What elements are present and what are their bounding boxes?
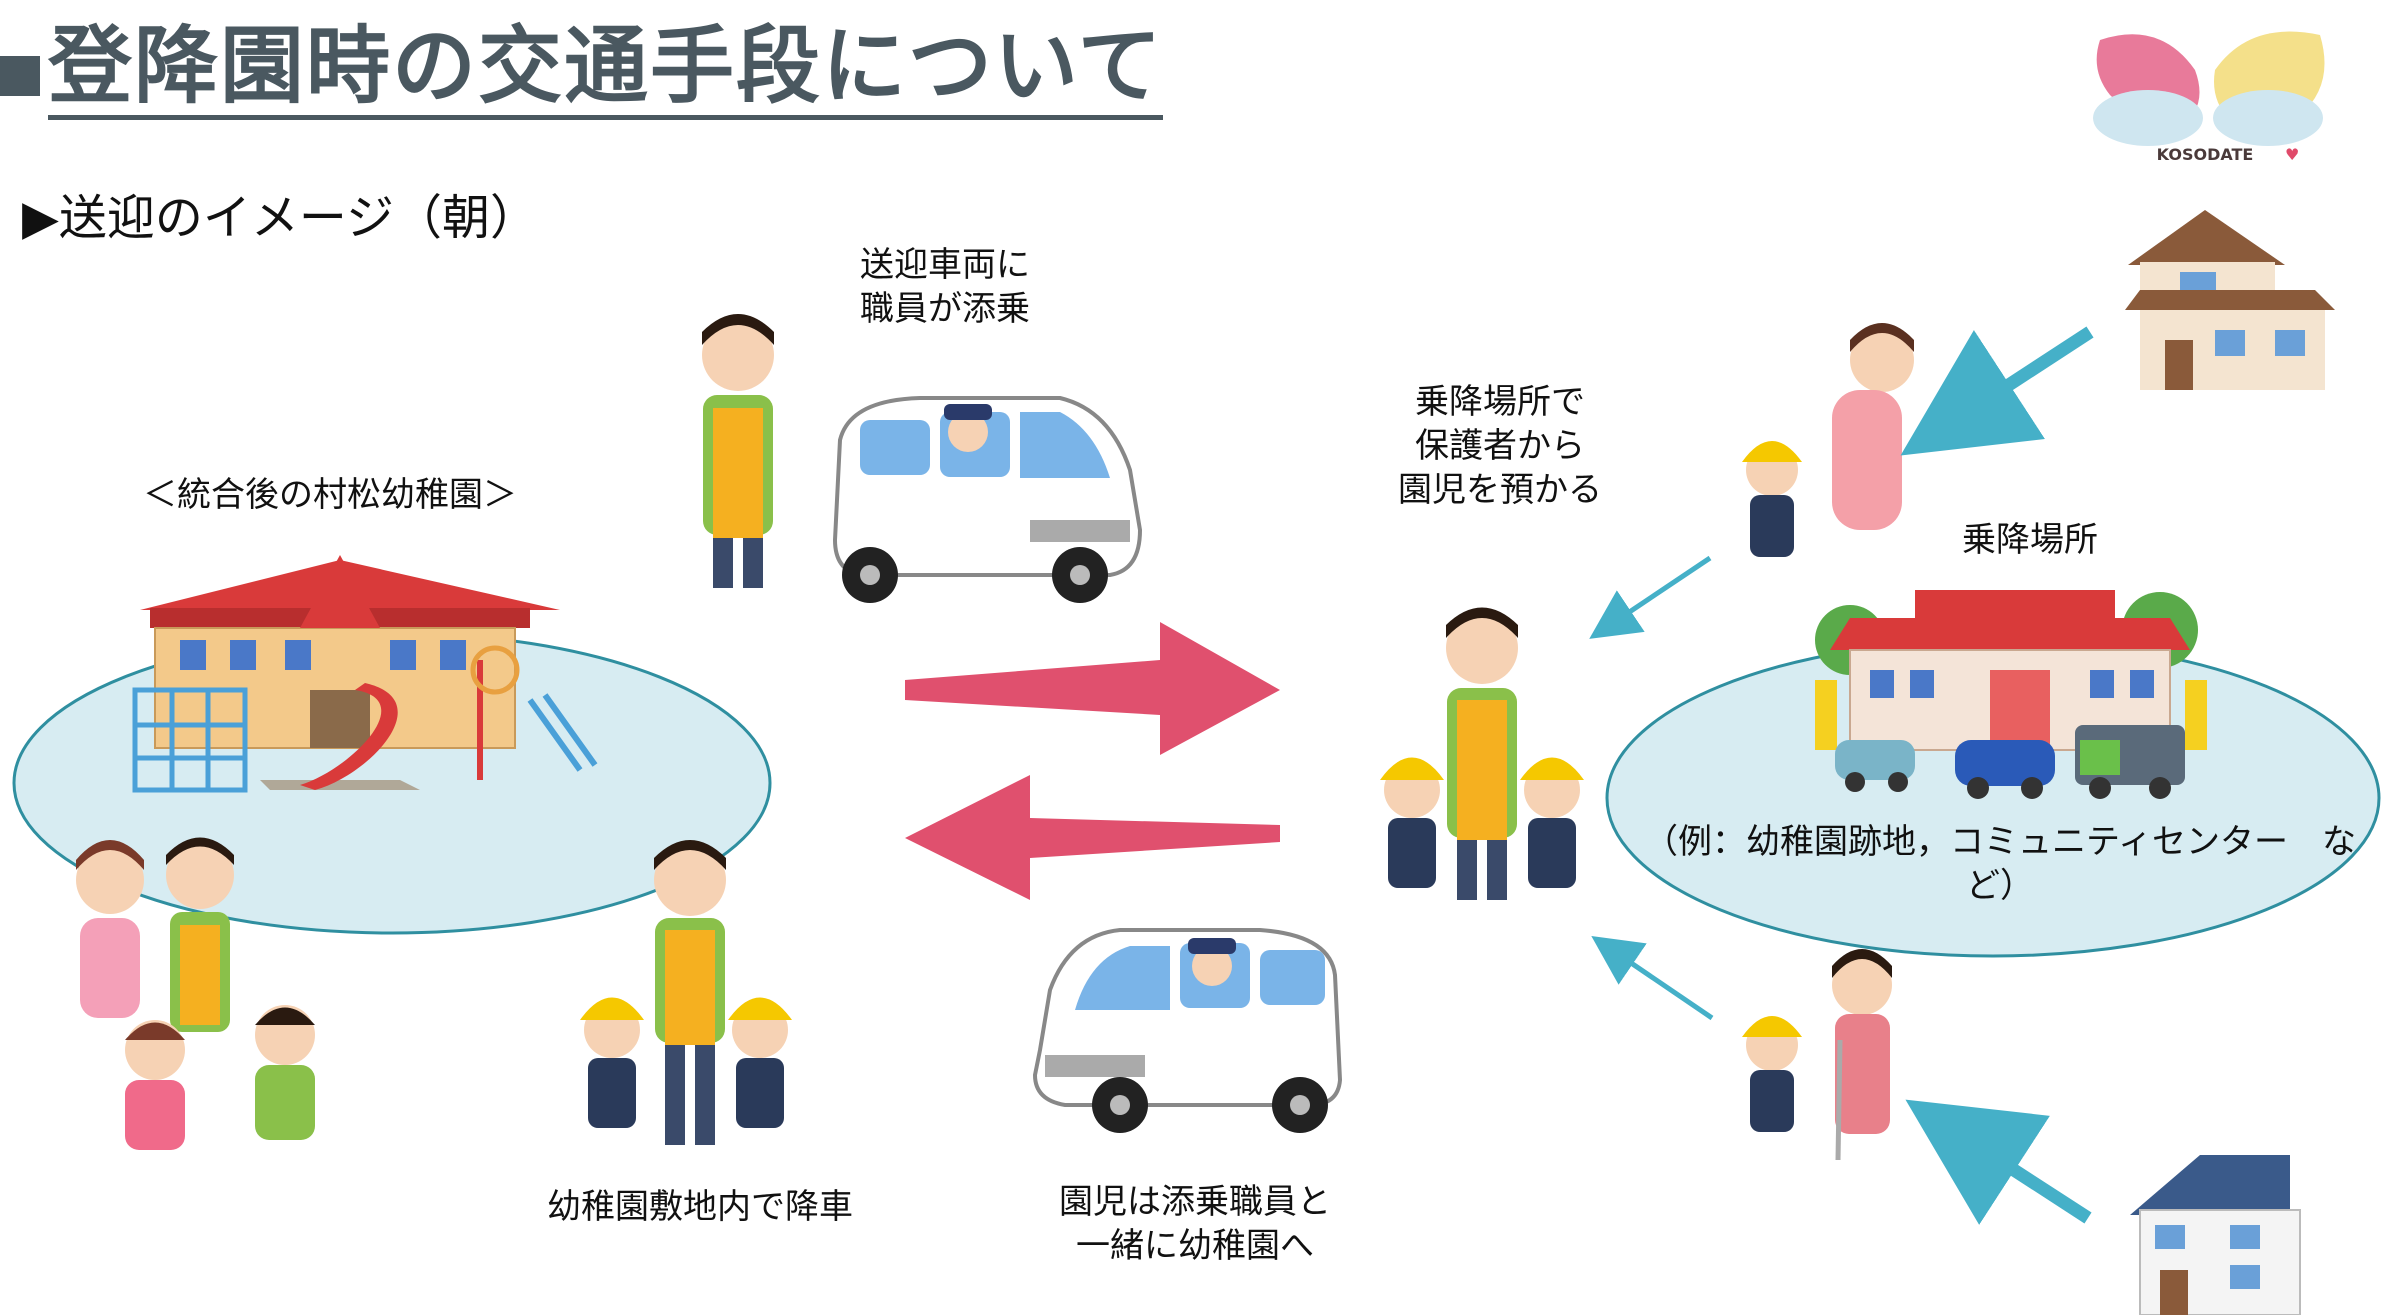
- pickup-point-label-text: 乗降場所: [1962, 520, 2098, 560]
- arrow-to-pickup-icon: [905, 622, 1280, 755]
- parked-cars-icon: [1835, 725, 2185, 799]
- kids-with-staff-label: 園児は添乗職員と 一緒に幼稚園へ: [1030, 1180, 1360, 1268]
- mother-with-crutch-and-child-icon: [1742, 949, 1892, 1161]
- kindergarten-building-icon: [140, 555, 560, 749]
- arrow-to-kindergarten-icon: [905, 775, 1280, 900]
- pickup-van-icon: [832, 396, 1143, 603]
- house-bottom-icon: [2130, 1155, 2301, 1315]
- pickup-point-label: 乗降場所: [1930, 518, 2130, 562]
- subtitle-text: 送迎のイメージ（朝）: [58, 190, 538, 246]
- pickup-point-action-label: 乗降場所で 保護者から 園児を預かる: [1375, 380, 1625, 513]
- arrow-family-top-to-staff-icon: [1589, 555, 1712, 639]
- staff-standing-icon: [702, 314, 774, 588]
- pickup-action-line-2: 保護者から: [1415, 426, 1585, 467]
- title-block: 登降園時の交通手段について: [0, 18, 1164, 120]
- pickup-example-label-text: （例：幼稚園跡地，コミュニティセンター など）: [1644, 822, 2356, 907]
- logo-heart-icon: ♥: [2285, 145, 2299, 164]
- kids-with-staff-line-1: 園児は添乗職員と: [1059, 1182, 1331, 1222]
- page-title: 登降園時の交通手段について: [48, 18, 1164, 120]
- kids-with-staff-line-2: 一緒に幼稚園へ: [1076, 1226, 1314, 1267]
- subtitle: ▶送迎のイメージ（朝）: [22, 178, 538, 248]
- arrow-house-bottom-to-family-icon: [1905, 1099, 2092, 1225]
- pickup-action-line-3: 園児を預かる: [1398, 470, 1602, 511]
- pickup-action-line-1: 乗降場所で: [1415, 382, 1585, 422]
- staff-with-children-dropoff-icon: [580, 840, 792, 1145]
- pickup-building-icon: [1815, 590, 2207, 751]
- logo-text: KOSODATE: [2157, 145, 2254, 164]
- pickup-example-label: （例：幼稚園跡地，コミュニティセンター など）: [1640, 820, 2360, 908]
- pregnant-mother-with-child-icon: [1742, 323, 1914, 557]
- return-van-icon: [1032, 928, 1343, 1133]
- kindergarten-label: ＜統合後の村松幼稚園＞: [130, 473, 530, 517]
- staff-on-vehicle-line-2: 職員が添乗: [860, 289, 1030, 330]
- arrow-family-bottom-to-staff-icon: [1591, 935, 1714, 1021]
- slide-icon: [260, 645, 598, 790]
- parent-and-children-icon: [76, 837, 315, 1150]
- title-square-icon: [0, 55, 40, 96]
- staff-with-children-pickup-icon: [1380, 607, 1584, 900]
- staff-on-vehicle-line-1: 送迎車両に: [860, 245, 1030, 285]
- arrow-house-top-to-family-icon: [1900, 326, 2094, 456]
- jungle-gym-icon: [132, 687, 248, 793]
- staff-on-vehicle-label: 送迎車両に 職員が添乗: [825, 243, 1065, 331]
- kosodate-logo: KOSODATE ♥: [2093, 31, 2325, 164]
- drop-off-label: 幼稚園敷地内で降車: [520, 1185, 880, 1229]
- triangle-bullet-icon: ▶: [22, 190, 59, 246]
- house-top-icon: [2125, 210, 2335, 390]
- kindergarten-label-text: ＜統合後の村松幼稚園＞: [143, 475, 517, 515]
- drop-off-label-text: 幼稚園敷地内で降車: [547, 1187, 853, 1227]
